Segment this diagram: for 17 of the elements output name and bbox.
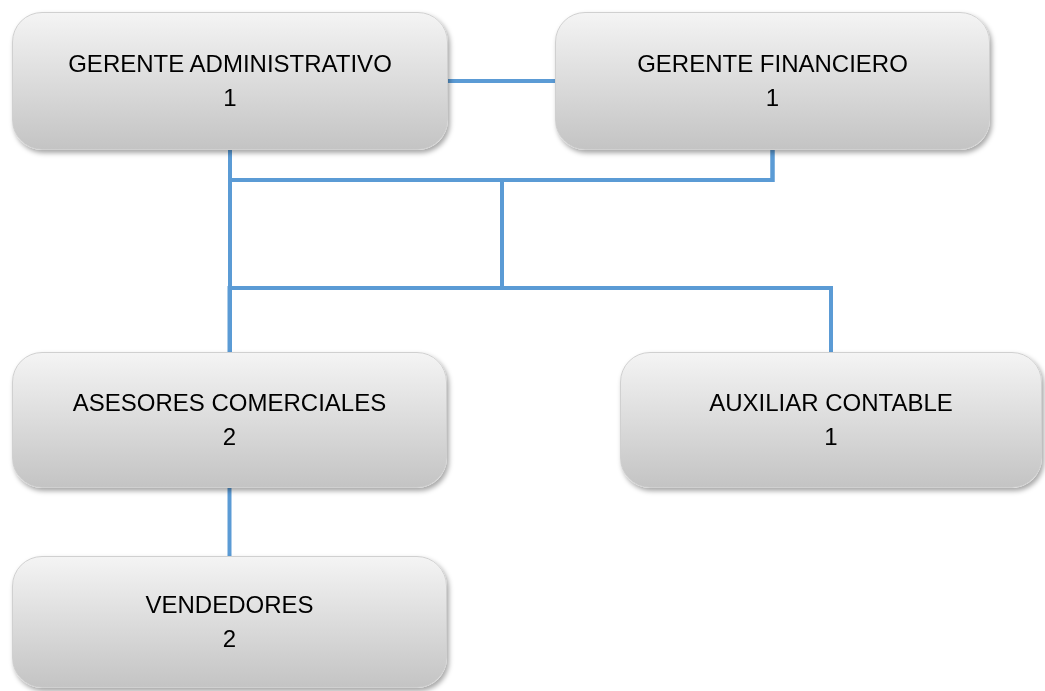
position-box bbox=[12, 12, 448, 150]
position-title: ASESORES COMERCIALES bbox=[72, 388, 387, 419]
position-box bbox=[555, 12, 990, 150]
position-box bbox=[12, 352, 447, 488]
position-count: 2 bbox=[222, 422, 237, 452]
position-title: AUXILIAR CONTABLE bbox=[709, 388, 953, 419]
position-title: GERENTE ADMINISTRATIVO bbox=[68, 49, 392, 80]
position-title: GERENTE FINANCIERO bbox=[637, 49, 908, 80]
position-count: 1 bbox=[824, 422, 838, 452]
connector-line bbox=[448, 79, 555, 83]
connector-line bbox=[227, 488, 232, 556]
position-count: 1 bbox=[223, 83, 237, 113]
position-title: VENDEDORES bbox=[145, 590, 314, 621]
position-count: 1 bbox=[765, 83, 780, 113]
position-box bbox=[12, 556, 447, 688]
position-count: 2 bbox=[222, 624, 237, 654]
position-box bbox=[620, 352, 1042, 488]
